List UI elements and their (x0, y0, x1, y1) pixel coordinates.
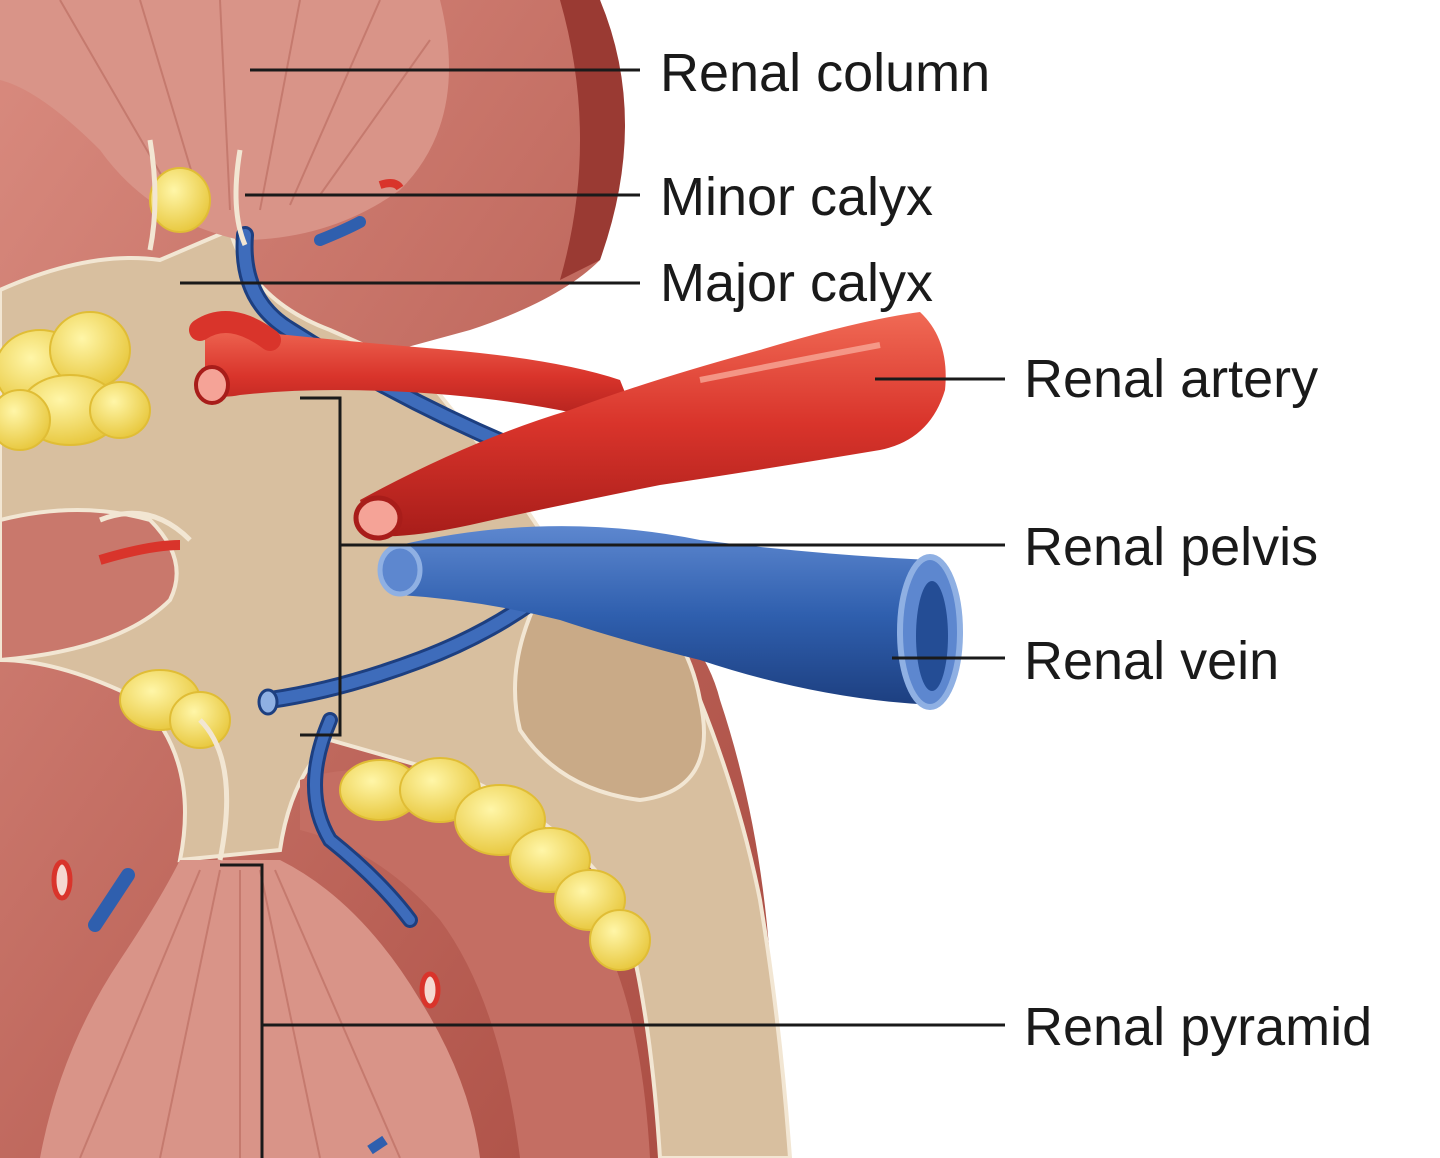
label-renal-artery: Renal artery (1024, 349, 1319, 409)
leader-renal-pelvis (300, 396, 342, 737)
label-renal-pyramid: Renal pyramid (1024, 997, 1373, 1057)
minor-vessels (51, 179, 441, 1155)
leader-lines (180, 68, 1005, 1158)
bottom-pyramid (40, 860, 480, 1158)
label-minor-calyx: Minor calyx (660, 167, 934, 227)
renal-artery-top-twig (189, 311, 281, 351)
renal-vein-trunk (400, 526, 935, 705)
label-renal-column: Renal column (660, 43, 991, 103)
calyx-outlines (99, 139, 248, 861)
renal-artery-upper-branch (205, 323, 640, 430)
label-major-calyx: Major calyx (660, 253, 934, 313)
right-lower-cortex (300, 770, 650, 1158)
fat-deposits (0, 167, 651, 971)
renal-artery-opening (353, 495, 403, 541)
renal-artery-trunk (360, 312, 946, 537)
vein-branch-opening (377, 543, 423, 597)
label-renal-vein: Renal vein (1024, 631, 1280, 691)
label-renal-pelvis: Renal pelvis (1024, 517, 1319, 577)
leader-renal-pyramid (220, 863, 264, 1158)
renal-sinus (0, 227, 793, 1158)
top-pyramid-striations (59, 0, 431, 211)
bottom-pyramid-striations (79, 869, 401, 1158)
top-pyramid (0, 0, 449, 240)
